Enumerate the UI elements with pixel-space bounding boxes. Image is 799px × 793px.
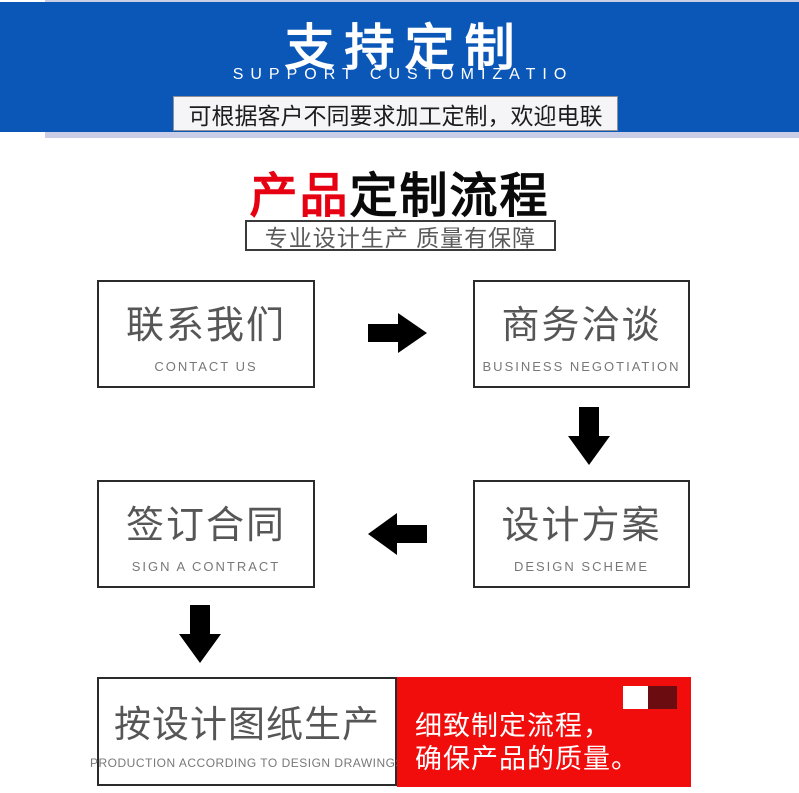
step-box-production: 按设计图纸生产 PRODUCTION ACCORDING TO DESIGN D… [90, 677, 403, 786]
step-box-business-negotiation: 商务洽谈 BUSINESS NEGOTIATION [473, 280, 690, 388]
step-box-contact-us: 联系我们 CONTACT US [97, 280, 315, 388]
banner-shadow-bottom [45, 132, 799, 138]
step-title-en: BUSINESS NEGOTIATION [482, 359, 681, 374]
step-title-zh: 联系我们 [125, 305, 286, 347]
banner-note-box: 可根据客户不同要求加工定制，欢迎电联 [173, 96, 618, 131]
step-title-zh: 设计方案 [501, 505, 662, 547]
banner-title: 支持定制 [284, 20, 525, 76]
banner-note-text: 可根据客户不同要求加工定制，欢迎电联 [188, 102, 603, 129]
step-title-zh: 按设计图纸生产 [114, 703, 380, 745]
quality-note-box: 细致制定流程， 确保产品的质量。 [397, 677, 691, 787]
quality-note-line2: 确保产品的质量。 [415, 744, 639, 774]
banner-shadow-top [45, 0, 799, 3]
page-title: 产品定制流程 [0, 156, 799, 226]
arrow-left-icon [368, 513, 427, 555]
step-title-en: CONTACT US [154, 359, 258, 374]
tagline-box: 专业设计生产 质量有保障 [245, 220, 556, 251]
step-box-sign-contract: 签订合同 SIGN A CONTRACT [97, 480, 315, 588]
step-box-design-scheme: 设计方案 DESIGN SCHEME [473, 480, 690, 588]
step-title-en: PRODUCTION ACCORDING TO DESIGN DRAWINGS [90, 755, 404, 770]
page-title-accent: 产品 [249, 170, 350, 223]
page-title-rest: 定制流程 [349, 170, 550, 223]
arrow-down-icon [568, 407, 610, 465]
arrow-right-icon [368, 313, 427, 353]
step-title-zh: 商务洽谈 [501, 305, 662, 347]
tagline-text: 专业设计生产 质量有保障 [264, 224, 537, 251]
banner-subtitle: SUPPORT CUSTOMIZATIO [232, 66, 574, 83]
arrow-down-icon [179, 605, 221, 663]
step-title-zh: 签订合同 [125, 505, 286, 547]
step-title-en: SIGN A CONTRACT [131, 559, 281, 574]
quality-note-line1: 细致制定流程， [415, 711, 611, 741]
step-title-en: DESIGN SCHEME [513, 559, 650, 574]
decor-square-white [623, 686, 648, 709]
decor-square-dark [648, 686, 677, 709]
support-customization-banner: 支持定制 SUPPORT CUSTOMIZATIO 可根据客户不同要求加工定制，… [0, 2, 799, 132]
